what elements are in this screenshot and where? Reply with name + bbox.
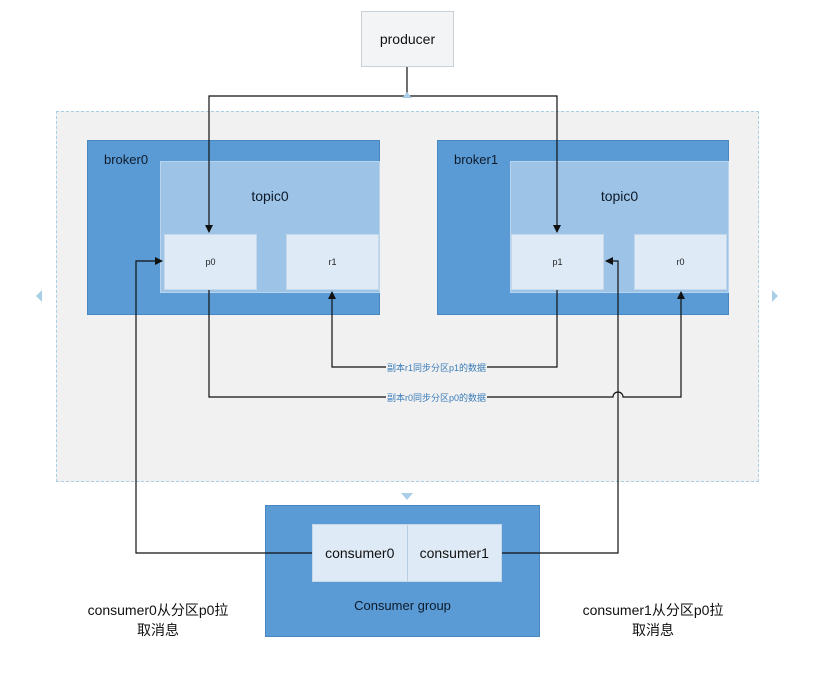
broker0-topic-label: topic0 [251,188,289,204]
consumer1-node: consumer1 [406,525,502,581]
cluster-top-handle-icon [402,92,412,98]
consumer0-note: consumer0从分区p0拉取消息 [87,602,229,638]
consumer-group-label: Consumer group [354,598,451,613]
cluster-right-handle-icon [772,290,778,302]
consumer1-note: consumer1从分区p0拉取消息 [582,602,724,638]
cluster-bottom-handle-icon [401,493,413,500]
replica-r1: r1 [286,234,379,290]
broker1-label: broker1 [454,152,499,167]
broker0-label: broker0 [104,152,149,167]
sync-r0-label: 副本r0同步分区p0的数据 [386,391,488,404]
producer-to-p0-arrow [205,67,408,233]
partition-p1: p1 [511,234,604,290]
sync-p1-to-r1-arrow [328,290,558,368]
partition-p0: p0 [164,234,257,290]
producer-node: producer [361,11,454,67]
producer-to-p1-arrow [407,95,561,233]
consumers-box: consumer0 consumer1 [312,524,502,582]
consumer1-to-p1-arrow [502,257,619,554]
consumer0-node: consumer0 [325,545,395,561]
consumer0-to-p0-arrow [135,257,312,554]
sync-p0-to-r0-arrow [208,290,685,398]
broker1-topic-label: topic0 [600,188,639,204]
cluster-left-handle-icon [36,290,42,302]
sync-r1-label: 副本r1同步分区p1的数据 [386,361,488,374]
replica-r0: r0 [634,234,727,290]
